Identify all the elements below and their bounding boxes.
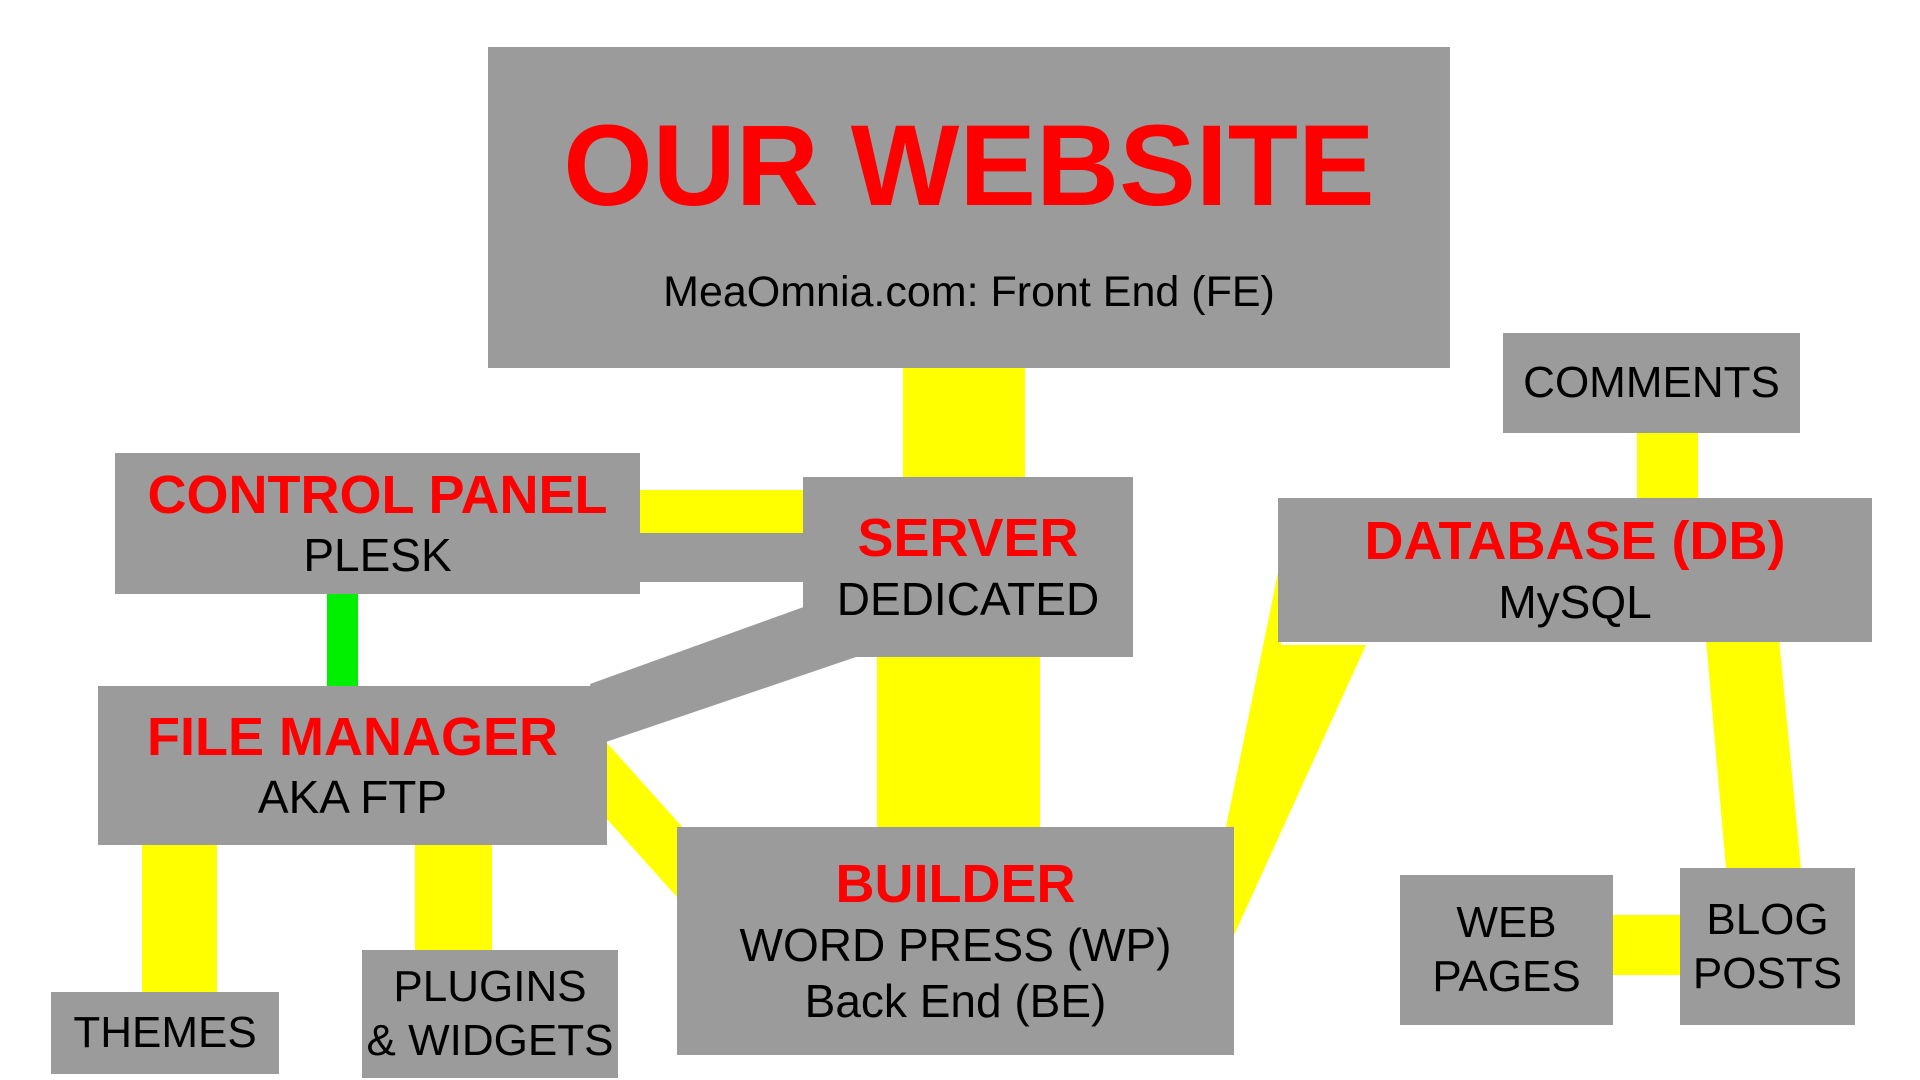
node-file-manager-subtitle: AKA FTP [257, 771, 448, 824]
node-web-pages: WEB PAGES [1400, 875, 1613, 1025]
node-blog-posts-label2: POSTS [1692, 948, 1843, 998]
node-builder-title: BUILDER [835, 854, 1076, 915]
edge-filemanager-themes [142, 840, 217, 1000]
edge-filemanager-builder [598, 733, 685, 906]
node-our-website-title: OUR WEBSITE [563, 102, 1375, 231]
node-control-panel-title: CONTROL PANEL [147, 464, 608, 525]
edge-controlpanel-server-gray [630, 533, 815, 582]
node-blog-posts: BLOG POSTS [1680, 868, 1855, 1025]
node-comments: COMMENTS [1503, 333, 1800, 433]
node-comments-label: COMMENTS [1523, 358, 1780, 408]
node-control-panel-subtitle: PLESK [303, 529, 452, 582]
node-database: DATABASE (DB) MySQL [1278, 498, 1872, 642]
node-file-manager-title: FILE MANAGER [147, 706, 558, 767]
node-builder-subtitle2: Back End (BE) [804, 974, 1107, 1027]
edge-controlpanel-server-yellow [630, 490, 815, 533]
edge-controlpanel-filemanager-green [327, 590, 358, 690]
edge-webpages-blogposts [1600, 915, 1690, 975]
edge-server-filemanager-gray [590, 604, 856, 744]
node-file-manager: FILE MANAGER AKA FTP [98, 686, 607, 845]
node-builder-subtitle: WORD PRESS (WP) [739, 918, 1172, 971]
node-server: SERVER DEDICATED [803, 477, 1133, 657]
edge-database-blogposts [1705, 628, 1802, 880]
node-our-website-subtitle: MeaOmnia.com: Front End (FE) [663, 267, 1275, 316]
node-builder: BUILDER WORD PRESS (WP) Back End (BE) [677, 827, 1234, 1055]
node-server-title: SERVER [857, 508, 1079, 569]
node-plugins-widgets: PLUGINS & WIDGETS [362, 950, 618, 1078]
node-blog-posts-label: BLOG [1706, 894, 1829, 944]
node-web-pages-label: WEB [1456, 898, 1557, 948]
node-server-subtitle: DEDICATED [836, 572, 1100, 625]
node-plugins-widgets-label2: & WIDGETS [366, 1016, 614, 1065]
edge-comments-database [1637, 420, 1698, 505]
node-web-pages-label2: PAGES [1432, 952, 1581, 1001]
edge-builder-database [1225, 558, 1366, 955]
node-database-title: DATABASE (DB) [1364, 511, 1786, 572]
node-our-website: OUR WEBSITE MeaOmnia.com: Front End (FE) [488, 47, 1450, 368]
node-plugins-widgets-label: PLUGINS [393, 962, 587, 1012]
edge-website-server [903, 350, 1025, 490]
node-database-subtitle: MySQL [1498, 575, 1652, 628]
node-control-panel: CONTROL PANEL PLESK [115, 453, 640, 594]
edge-server-builder [877, 640, 1040, 840]
node-themes: THEMES [51, 992, 279, 1074]
edge-filemanager-plugins [415, 840, 492, 958]
node-themes-label: THEMES [73, 1008, 257, 1058]
